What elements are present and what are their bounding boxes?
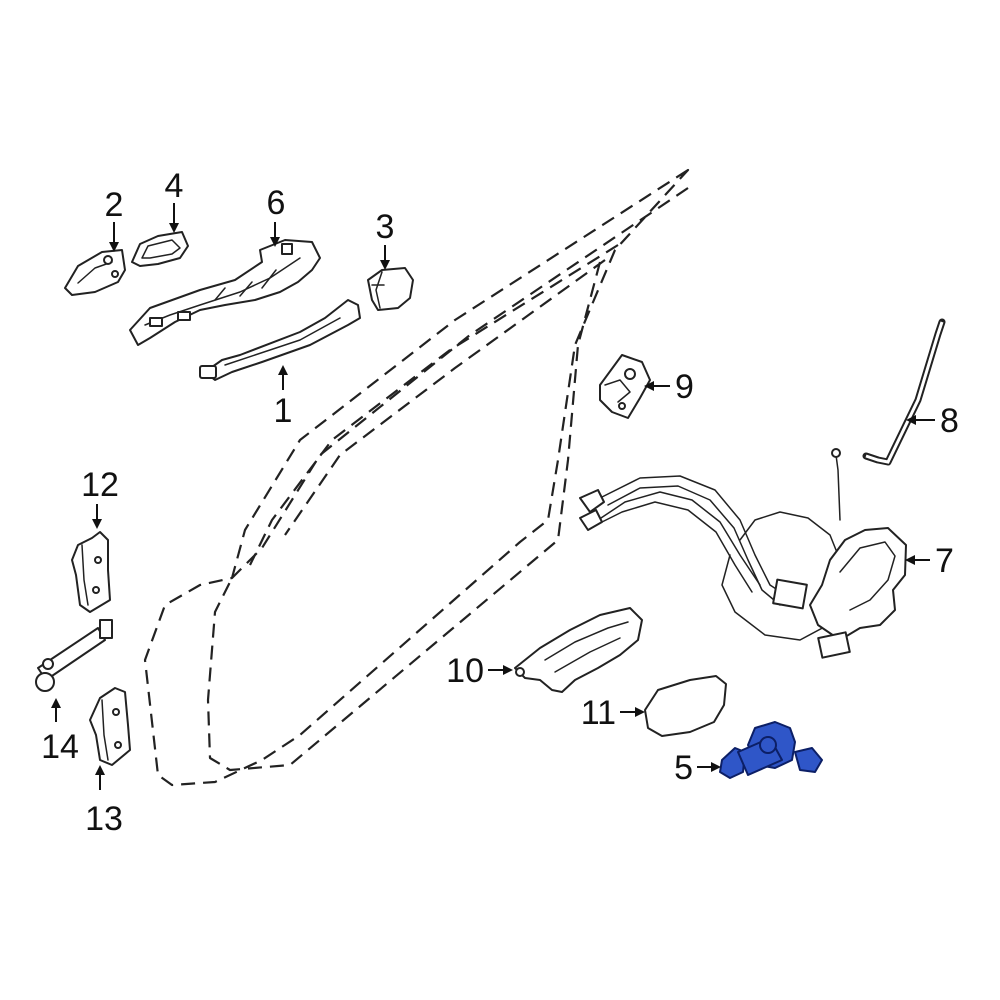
- callout-8: 8: [940, 402, 959, 440]
- part-14-check-link: [35, 619, 113, 692]
- callout-5: 5: [674, 749, 693, 787]
- callout-6: 6: [267, 184, 286, 222]
- callout-14: 14: [41, 728, 79, 766]
- callout-10: 10: [446, 652, 484, 690]
- part-5-lock-cylinder: [719, 721, 823, 779]
- part-10-inside-handle: [514, 607, 643, 693]
- part-13-lower-hinge: [89, 687, 131, 766]
- part-8-rod: [862, 318, 946, 466]
- part-1-outside-handle: [199, 299, 361, 381]
- part-2-handle-cover: [64, 249, 126, 296]
- callout-2: 2: [105, 186, 124, 224]
- part-9-striker: [599, 354, 651, 419]
- part-3-cylinder-cap: [367, 267, 414, 311]
- callouts: 2 4 6 3 1 9 8 7 10 11: [41, 167, 959, 838]
- callout-1: 1: [274, 392, 293, 430]
- callout-12: 12: [81, 466, 119, 504]
- callout-11: 11: [581, 694, 616, 732]
- callout-4: 4: [165, 167, 184, 205]
- part-6-handle-bracket: [129, 239, 321, 346]
- part-11-bezel: [644, 675, 727, 737]
- door-outline: [143, 168, 690, 787]
- callout-7: 7: [935, 542, 954, 580]
- part-7-latch-assembly: [579, 448, 907, 659]
- part-4-gasket: [131, 231, 189, 267]
- part-12-upper-hinge: [71, 531, 111, 613]
- callout-13: 13: [85, 800, 123, 838]
- callout-3: 3: [376, 208, 395, 246]
- callout-9: 9: [675, 368, 694, 406]
